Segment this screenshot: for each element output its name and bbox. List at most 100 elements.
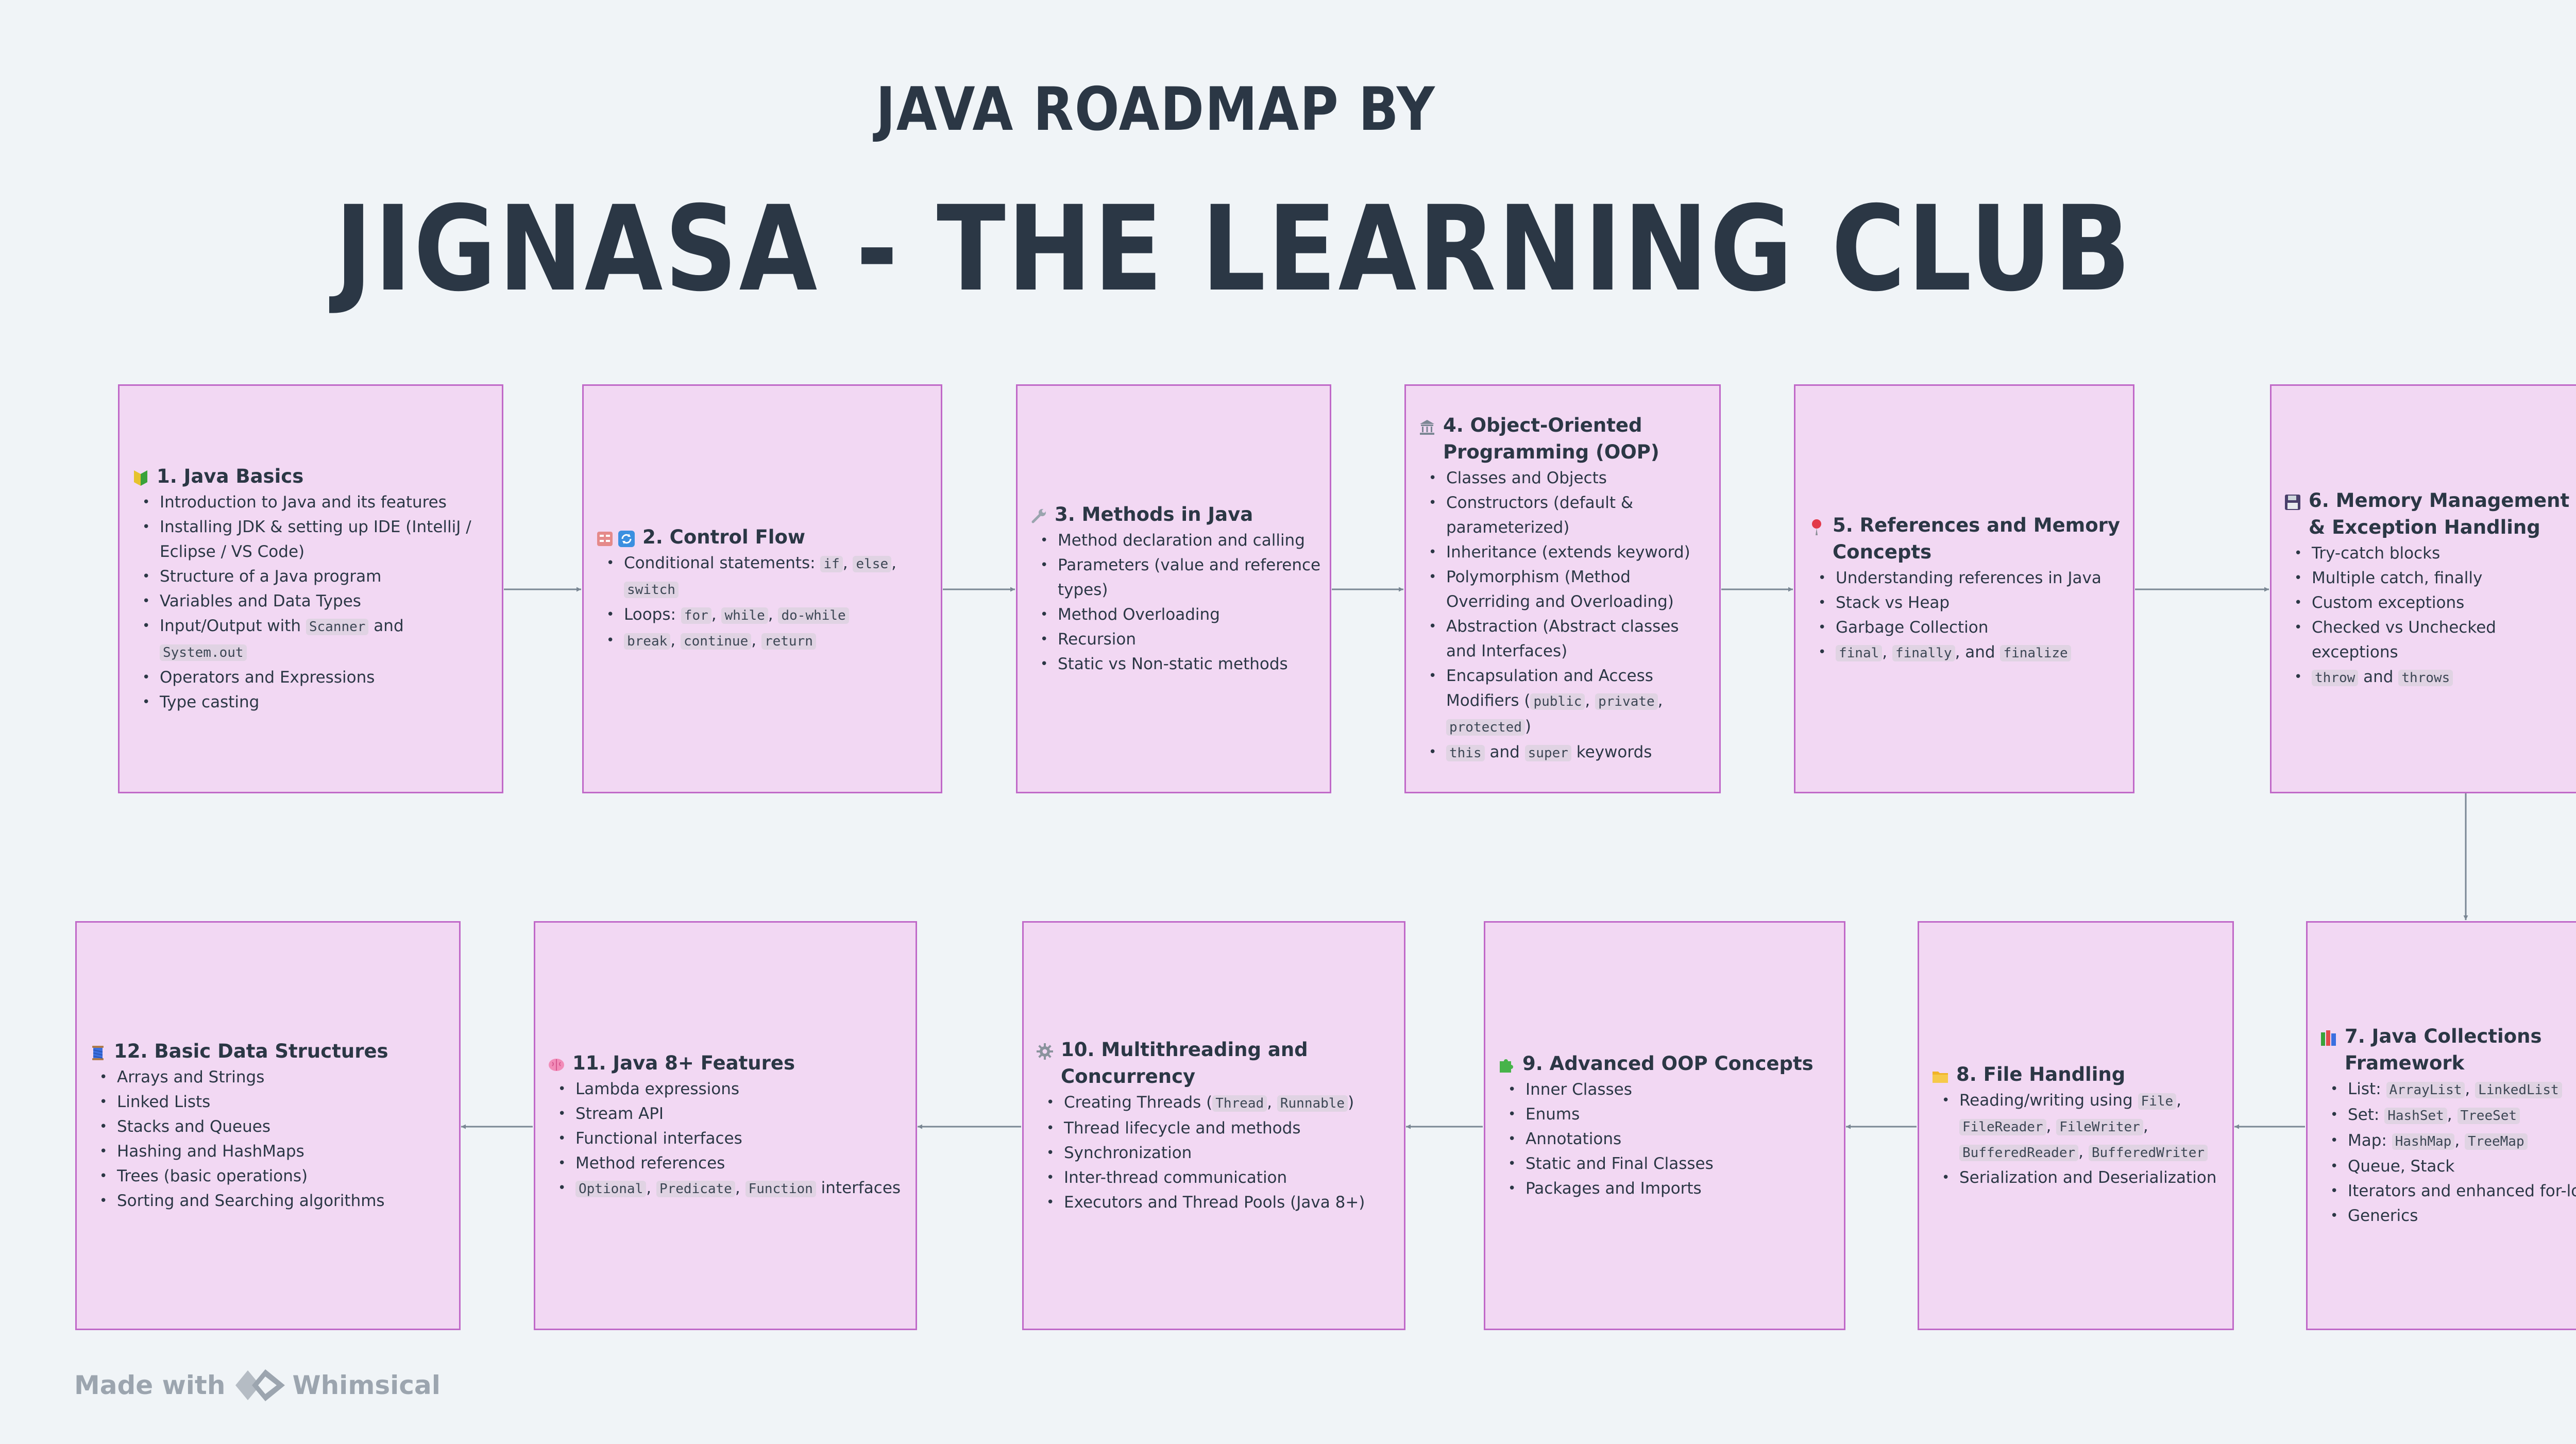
topic-text: Static vs Non-static methods [1058, 655, 1288, 673]
card-collections[interactable]: 7. Java Collections FrameworkList: Array… [2306, 921, 2576, 1330]
code-keyword: final [1836, 645, 1883, 661]
card-java8-features[interactable]: 11. Java 8+ FeaturesLambda expressionsSt… [534, 921, 917, 1330]
card-title: 1. Java Basics [132, 463, 494, 490]
made-with-label: Made with [74, 1370, 226, 1400]
topic-item: Stacks and Queues [99, 1114, 451, 1139]
topic-text: Stream API [575, 1105, 664, 1123]
topic-text: , [1657, 691, 1663, 710]
code-keyword: do-while [778, 607, 849, 624]
topic-item: Inner Classes [1508, 1077, 1836, 1102]
topic-text: Iterators and enhanced for-loop [2348, 1182, 2576, 1200]
topic-item: Encapsulation and Access Modifiers (publ… [1429, 664, 1711, 740]
topic-text: Recursion [1058, 630, 1137, 649]
topic-item: Thread lifecycle and methods [1046, 1116, 1396, 1141]
topic-text: , [1882, 643, 1892, 661]
topic-text: , [1267, 1093, 1277, 1112]
topic-item: Parameters (value and reference types) [1040, 553, 1321, 602]
topic-list: Creating Threads (Thread, Runnable)Threa… [1036, 1090, 1396, 1215]
card-title-text: 10. Multithreading and Concurrency [1061, 1039, 1308, 1088]
card-exception-handling[interactable]: 6. Memory Management & Exception Handlin… [2270, 384, 2576, 793]
footer[interactable]: Made with Whimsical [74, 1365, 440, 1405]
card-control-flow[interactable]: 2. Control FlowConditional statements: i… [582, 384, 942, 793]
code-keyword: throws [2398, 670, 2453, 686]
topic-item: Type casting [142, 690, 494, 715]
topic-text: , and [1955, 643, 2001, 661]
topic-list: Lambda expressionsStream API Functional i… [548, 1077, 907, 1201]
topic-item: Functional interfaces [558, 1126, 907, 1151]
topic-item: Polymorphism (Method Overriding and Over… [1429, 565, 1711, 614]
topic-text: Set: [2348, 1106, 2385, 1124]
topic-text: Variables and Data Types [160, 592, 361, 610]
card-java-basics[interactable]: 1. Java BasicsIntroduction to Java and i… [118, 384, 503, 793]
card-file-handling[interactable]: 8. File HandlingReading/writing using Fi… [1918, 921, 2234, 1330]
topic-item: Variables and Data Types [142, 589, 494, 614]
card-title: 5. References and Memory Concepts [1808, 512, 2125, 566]
code-keyword: finalize [2000, 645, 2071, 661]
topic-item: Operators and Expressions [142, 665, 494, 690]
topic-text: Method references [575, 1154, 725, 1173]
topic-text: Operators and Expressions [160, 668, 375, 687]
topic-item: Creating Threads (Thread, Runnable) [1046, 1090, 1396, 1116]
topic-item: Enums [1508, 1102, 1836, 1127]
topic-text: and [2358, 668, 2399, 686]
page-title: JIGNASA - THE LEARNING CLUB [335, 180, 2133, 317]
topic-item: Iterators and enhanced for-loop [2330, 1179, 2576, 1203]
card-advanced-oop[interactable]: 9. Advanced OOP ConceptsInner ClassesEnu… [1484, 921, 1845, 1330]
topic-item: Input/Output with Scanner and System.out [142, 614, 494, 665]
topic-text: Parameters (value and reference types) [1058, 556, 1321, 599]
code-keyword: if [820, 556, 843, 572]
code-keyword: for [681, 607, 711, 624]
topic-item: Map: HashMap, TreeMap [2330, 1128, 2576, 1154]
code-keyword: TreeSet [2457, 1108, 2520, 1124]
topic-item: Reading/writing using File, FileReader, … [1942, 1088, 2224, 1165]
topic-item: Serialization and Deserialization [1942, 1165, 2224, 1190]
topic-text: Map: [2348, 1131, 2392, 1150]
topic-list: Arrays and StringsLinked ListsStacks and… [89, 1065, 451, 1213]
topic-text: and [368, 617, 404, 635]
card-references-memory[interactable]: 5. References and Memory ConceptsUnderst… [1794, 384, 2134, 793]
topic-list: Introduction to Java and its featuresIns… [132, 490, 494, 715]
topic-text: , [2447, 1106, 2458, 1124]
topic-text: Constructors (default & parameterized) [1446, 494, 1634, 537]
topic-text: Generics [2348, 1207, 2418, 1225]
topic-text: Encapsulation and Access Modifiers ( [1446, 667, 1653, 710]
topic-list: Reading/writing using File, FileReader, … [1931, 1088, 2224, 1190]
topic-item: Try-catch blocks [2294, 541, 2576, 566]
code-keyword: Predicate [656, 1181, 735, 1197]
card-title: 4. Object-Oriented Programming (OOP) [1418, 412, 1711, 466]
code-keyword: throw [2312, 670, 2359, 686]
code-keyword: FileReader [1959, 1119, 2046, 1135]
spool-of-thread-icon [89, 1042, 107, 1060]
card-multithreading[interactable]: 10. Multithreading and ConcurrencyCreati… [1022, 921, 1405, 1330]
topic-text: Hashing and HashMaps [117, 1142, 304, 1161]
loop-arrows-icon [618, 528, 635, 547]
topic-item: Loops: for, while, do-while [606, 602, 933, 628]
topic-item: Executors and Thread Pools (Java 8+) [1046, 1190, 1396, 1215]
topic-text: Type casting [160, 693, 260, 711]
topic-text: Enums [1526, 1105, 1580, 1124]
topic-item: Inter-thread communication [1046, 1165, 1396, 1190]
topic-text: Static and Final Classes [1526, 1154, 1714, 1173]
control-panel-icon [596, 528, 614, 546]
card-oop[interactable]: 4. Object-Oriented Programming (OOP)Clas… [1404, 384, 1721, 793]
topic-item: Inheritance (extends keyword) [1429, 540, 1711, 565]
puzzle-piece-icon [1498, 1055, 1515, 1073]
card-methods[interactable]: 3. Methods in JavaMethod declaration and… [1016, 384, 1331, 793]
topic-text: , [2078, 1143, 2089, 1161]
topic-text: Garbage Collection [1836, 618, 1989, 637]
topic-item: Stack vs Heap [1818, 590, 2125, 615]
topic-item: Trees (basic operations) [99, 1164, 451, 1188]
code-keyword: BufferedWriter [2088, 1145, 2208, 1161]
topic-text: ) [1524, 717, 1531, 736]
topic-item: Lambda expressions [558, 1077, 907, 1101]
topic-item: Introduction to Java and its features [142, 490, 494, 515]
topic-item: Structure of a Java program [142, 564, 494, 589]
code-keyword: Scanner [306, 619, 369, 635]
topic-text: , [2143, 1117, 2148, 1135]
topic-text: Trees (basic operations) [117, 1167, 308, 1185]
topic-text: Linked Lists [117, 1093, 211, 1111]
card-data-structures[interactable]: 12. Basic Data StructuresArrays and Stri… [75, 921, 461, 1330]
topic-list: Conditional statements: if, else, switch… [596, 551, 933, 654]
topic-text: Inner Classes [1526, 1080, 1632, 1099]
